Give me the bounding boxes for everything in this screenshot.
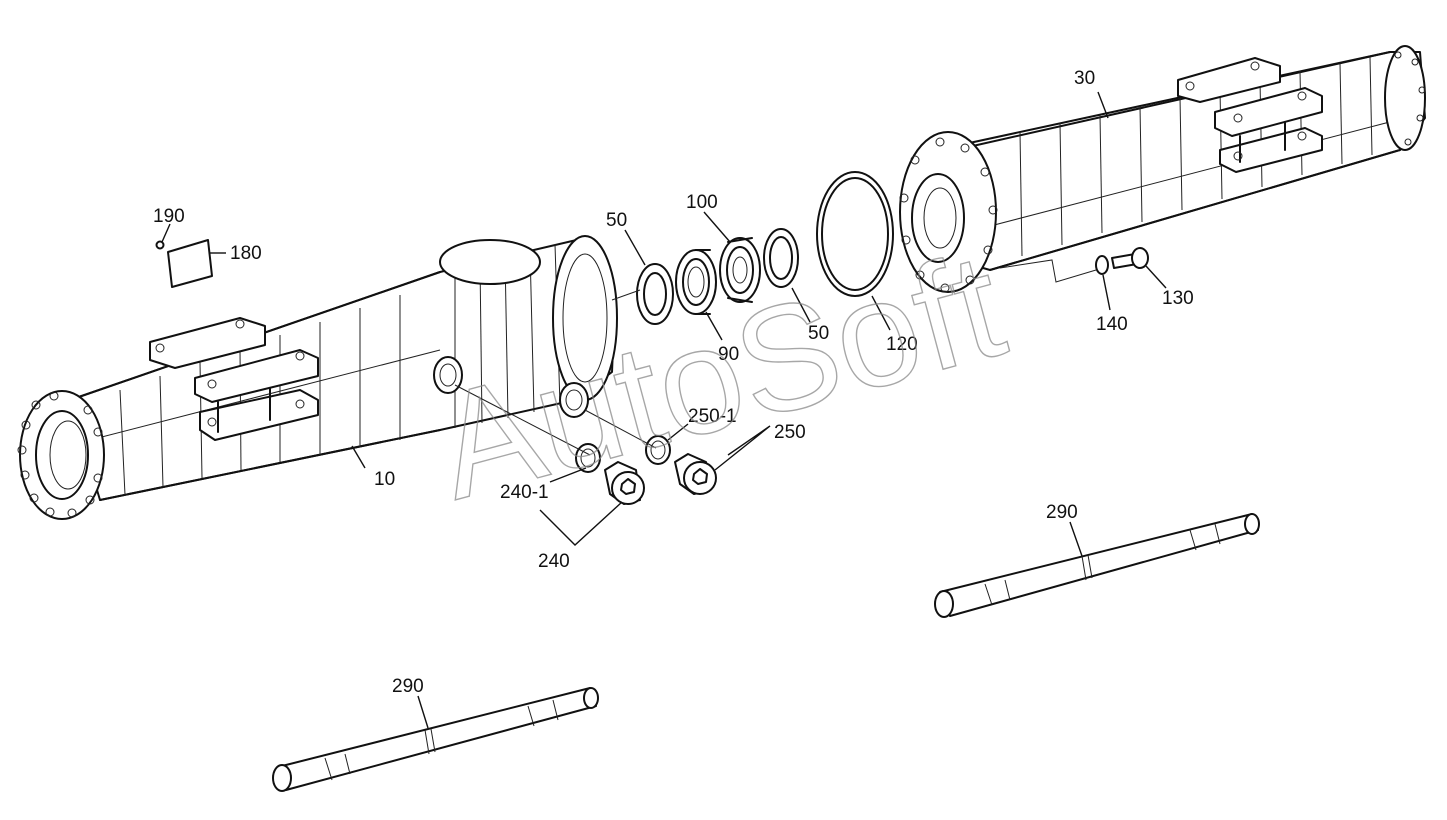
- o-ring-120: [816, 171, 894, 297]
- axle-shaft-290-left: [272, 687, 599, 792]
- label-50-left: 50: [606, 210, 627, 231]
- label-250-1: 250-1: [688, 406, 737, 427]
- bearing-90: [675, 249, 717, 315]
- plate-180: [167, 239, 213, 288]
- label-180: 180: [230, 243, 262, 264]
- axle-housing-left: [17, 235, 618, 520]
- callout-labels: 10 30 50 50 90 100 120 130 140 180 190 2…: [153, 68, 1194, 697]
- label-30: 30: [1074, 68, 1095, 89]
- axle-housing-right: [899, 45, 1426, 293]
- screw-130: [1111, 247, 1149, 269]
- label-100: 100: [686, 192, 718, 213]
- shim-ring-50-right: [763, 228, 799, 288]
- label-90: 90: [718, 344, 739, 365]
- label-250: 250: [774, 422, 806, 443]
- washer-140: [1095, 255, 1109, 275]
- label-290-left: 290: [392, 676, 424, 697]
- label-240: 240: [538, 551, 570, 572]
- bearing-100: [719, 237, 761, 303]
- label-190: 190: [153, 206, 185, 227]
- label-50-right: 50: [808, 323, 829, 344]
- label-120: 120: [886, 334, 918, 355]
- axle-shaft-290-right: [934, 513, 1260, 618]
- label-290-right: 290: [1046, 502, 1078, 523]
- label-130: 130: [1162, 288, 1194, 309]
- label-240-1: 240-1: [500, 482, 549, 503]
- shim-ring-50-left: [636, 263, 674, 325]
- label-140: 140: [1096, 314, 1128, 335]
- leader-lines: [161, 91, 1167, 729]
- plug-250: [645, 435, 717, 495]
- label-10: 10: [374, 469, 395, 490]
- rivet-190: [155, 240, 165, 250]
